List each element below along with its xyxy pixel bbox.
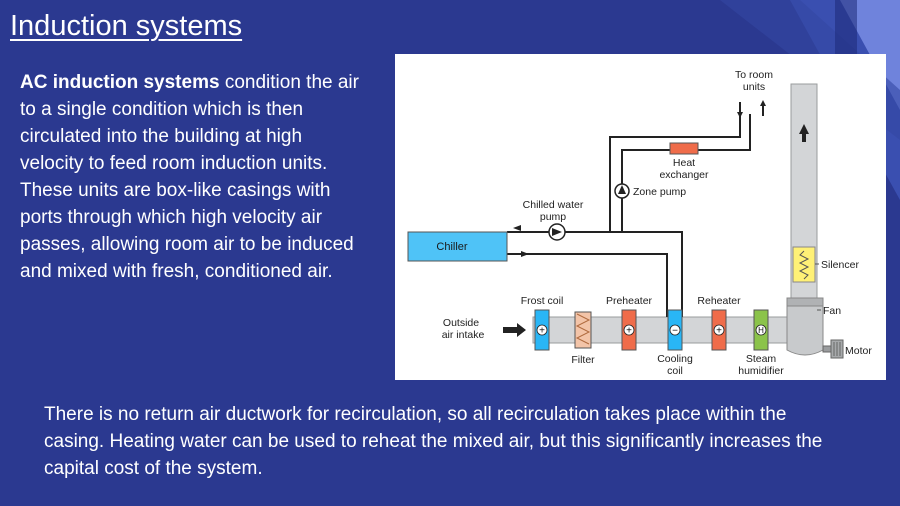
label-heat-exchanger-2: exchanger <box>659 169 709 181</box>
label-chiller: Chiller <box>436 241 468 253</box>
heat-exchanger <box>669 142 699 155</box>
chilled-water-pump-arrow <box>552 228 562 236</box>
label-filter: Filter <box>571 354 595 366</box>
reheater-symbol-bg <box>713 324 725 336</box>
label-cooling-coil-1: Cooling <box>657 353 693 365</box>
label-zone-pump: Zone pump <box>633 186 686 198</box>
cooling-coil-symbol-bg <box>669 324 681 336</box>
label-preheater: Preheater <box>606 295 653 307</box>
slide-title: Induction systems <box>10 10 243 42</box>
diagram-canvas: + + − + H To room units Heat exchanger Z… <box>407 69 872 377</box>
motor-shaft <box>822 345 832 353</box>
preheater-symbol: + <box>626 326 632 337</box>
label-fan: Fan <box>823 305 841 317</box>
frost-coil-symbol: + <box>539 326 545 337</box>
label-motor: Motor <box>845 345 872 357</box>
label-chilled-water-pump-2: pump <box>540 211 566 223</box>
label-cooling-coil-2: coil <box>667 365 683 377</box>
reheater-symbol: + <box>716 326 722 337</box>
label-silencer: Silencer <box>821 259 859 271</box>
humidifier-symbol: H <box>758 326 764 335</box>
label-reheater: Reheater <box>697 295 741 307</box>
flow-arrow-right <box>521 251 529 257</box>
label-chilled-water-pump-1: Chilled water <box>523 199 584 211</box>
preheater-symbol-bg <box>623 324 635 336</box>
label-steam-humidifier-2: humidifier <box>738 365 784 377</box>
main-duct <box>532 316 789 344</box>
intake-arrow <box>503 323 526 337</box>
bottom-paragraph: There is no return air ductwork for reci… <box>44 404 823 479</box>
lead-text: condition the air to a single condition … <box>20 72 359 282</box>
label-heat-exchanger-1: Heat <box>673 157 695 169</box>
humidifier-symbol-bg <box>755 324 767 336</box>
label-outside-air-2: air intake <box>442 329 485 341</box>
lead-paragraph: AC induction systems condition the air t… <box>20 69 365 285</box>
chiller <box>407 231 508 262</box>
room-arrow-up-head <box>760 100 766 106</box>
return-pipe-from-rooms <box>507 253 668 317</box>
room-arrow-down-head <box>737 112 743 118</box>
supply-pipe-to-rooms <box>507 114 741 233</box>
cooling-coil-symbol: − <box>672 326 678 337</box>
label-to-room-units-2: units <box>743 81 765 93</box>
induction-system-diagram: + + − + H To room units Heat exchanger Z… <box>395 54 886 380</box>
label-steam-humidifier-1: Steam <box>746 353 777 365</box>
filter-pattern <box>575 313 591 345</box>
label-outside-air-1: Outside <box>443 317 479 329</box>
fan-housing-band <box>786 297 824 307</box>
silencer-zigzag <box>798 250 810 280</box>
label-to-room-units-1: To room <box>735 69 773 81</box>
riser-air-arrow <box>799 124 809 142</box>
cooling-loop-pipe <box>610 231 683 317</box>
frost-coil-symbol-bg <box>536 324 548 336</box>
label-frost-coil: Frost coil <box>521 295 564 307</box>
lead-bold-term: AC induction systems <box>20 72 220 93</box>
zone-pump-arrow <box>618 185 626 194</box>
flow-arrow-left <box>513 225 521 231</box>
